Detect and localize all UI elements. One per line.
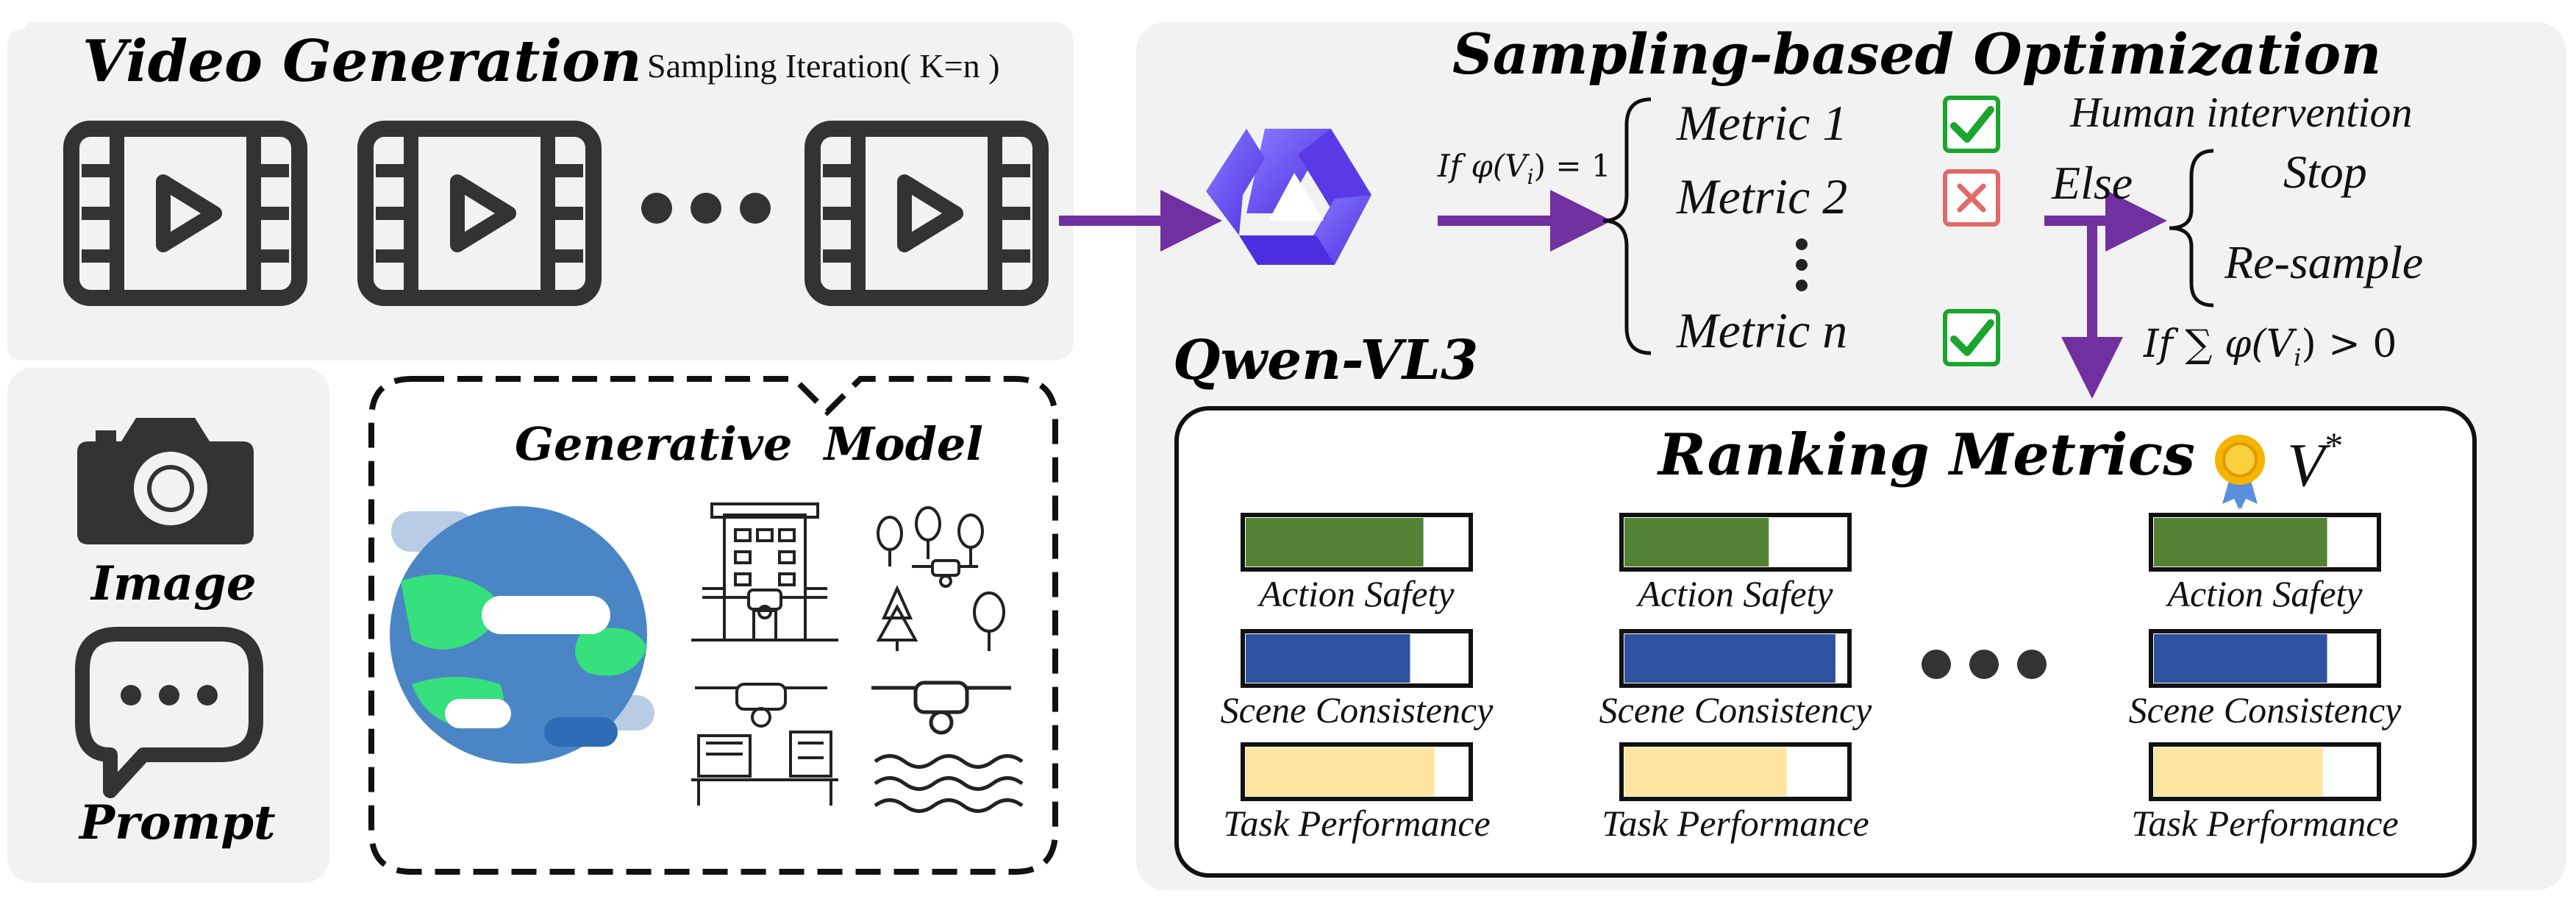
ranking-ellipsis-icon [1922, 650, 2047, 679]
bar-fill-action-safety-1 [1246, 518, 1424, 566]
office-drone-icon [691, 683, 838, 806]
bar-label-action-safety-2: Action Safety [1635, 573, 1833, 614]
bar-label-scene-consistency-2: Scene Consistency [1599, 689, 1873, 731]
building-drone-icon [691, 502, 838, 642]
metric-1-check-icon [1945, 98, 1998, 151]
bar-fill-scene-consistency-2 [1624, 634, 1835, 683]
condition-phi-equals-one: If φ(Vi) = 1 [1437, 148, 1611, 189]
forest-drone-icon [876, 506, 1005, 651]
sampling-iteration-label: Sampling Iteration( K=n ) [647, 47, 999, 85]
bar-label-task-performance-3: Task Performance [2131, 803, 2398, 844]
bar-fill-scene-consistency-1 [1246, 634, 1410, 683]
globe-icon [390, 506, 654, 764]
bar-label-task-performance-2: Task Performance [1602, 803, 1869, 844]
condition-sum-phi: If ∑ φ(Vi) > 0 [2143, 322, 2397, 372]
bar-label-scene-consistency-1: Scene Consistency [1221, 689, 1494, 731]
bar-fill-action-safety-3 [2154, 518, 2327, 566]
bar-label-scene-consistency-3: Scene Consistency [2129, 689, 2402, 731]
bar-fill-task-performance-1 [1246, 747, 1435, 796]
bar-fill-scene-consistency-3 [2154, 634, 2327, 683]
video-generation-title: Video Generation [82, 28, 642, 95]
qwen-vl3-label: Qwen-VL3 [1173, 329, 1478, 392]
best-video-label: V* [2287, 424, 2343, 500]
metric-2-label: Metric 2 [1676, 168, 1847, 224]
bar-label-task-performance-1: Task Performance [1223, 803, 1490, 844]
qwen-logo-icon [1206, 129, 1371, 265]
metric-2-cross-icon [1945, 171, 1998, 224]
optimization-title: Sampling-based Optimization [1452, 21, 2381, 87]
metric-n-check-icon [1945, 311, 1998, 364]
else-label: Else [2051, 157, 2133, 209]
human-intervention-label: Human intervention [2069, 88, 2413, 136]
ranking-metrics-title: Ranking Metrics [1657, 422, 2195, 488]
medal-icon [2215, 435, 2265, 510]
metric-vertical-dots [1796, 238, 1808, 291]
metrics-brace [1602, 97, 1652, 355]
chat-bubble-icon [75, 627, 263, 798]
bar-label-action-safety-3: Action Safety [2165, 573, 2363, 614]
bar-fill-action-safety-2 [1624, 518, 1769, 566]
camera-icon [77, 418, 254, 544]
metric-n-label: Metric n [1676, 302, 1847, 358]
water-drone-icon [871, 681, 1024, 813]
metric-1-label: Metric 1 [1676, 95, 1847, 151]
bar-fill-task-performance-3 [2154, 747, 2323, 796]
option-stop: Stop [2283, 146, 2367, 198]
options-brace [2169, 149, 2214, 308]
generative-model-title: Generative Model [515, 417, 983, 471]
ellipsis-icon [641, 193, 771, 224]
bar-fill-task-performance-2 [1624, 747, 1787, 796]
option-resample: Re-sample [2224, 236, 2423, 288]
bar-label-action-safety-1: Action Safety [1257, 573, 1455, 614]
image-label: Image [90, 556, 257, 611]
prompt-label: Prompt [78, 795, 276, 850]
